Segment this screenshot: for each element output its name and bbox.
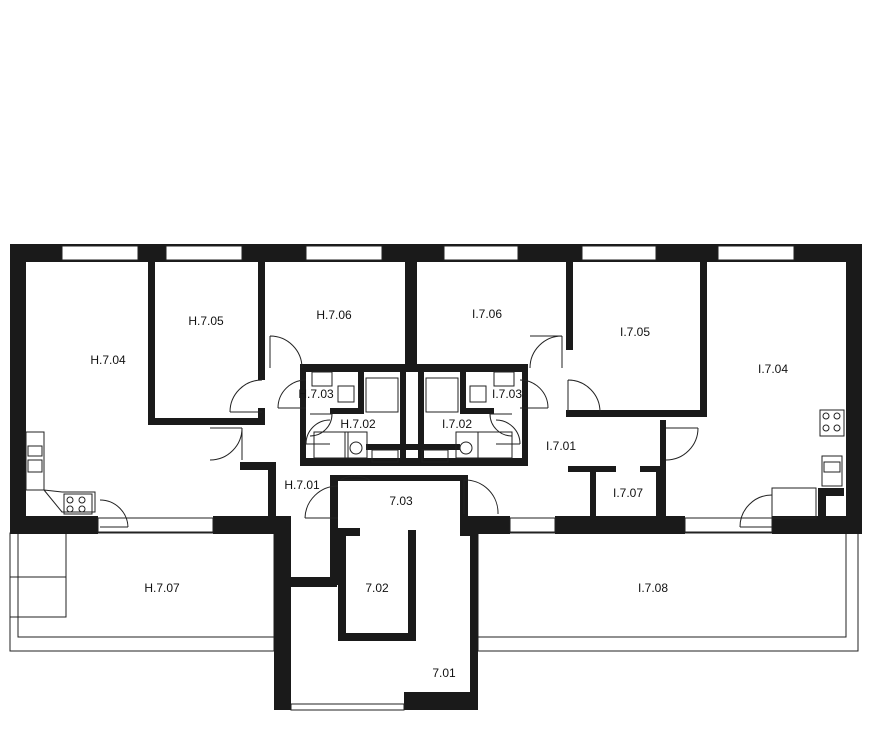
room-label-701: 7.01 (432, 666, 456, 680)
room-label-i705: I.7.05 (620, 325, 650, 339)
room-label-i706: I.7.06 (472, 307, 502, 321)
windows (61, 245, 795, 533)
room-label-h704: H.7.04 (90, 353, 126, 367)
fixtures (25, 371, 845, 519)
room-label-h707: H.7.07 (144, 581, 180, 595)
balconies (9, 532, 859, 652)
room-label-h703: H.7.03 (298, 387, 334, 401)
room-label-h702: H.7.02 (340, 417, 376, 431)
room-label-i707: I.7.07 (613, 486, 643, 500)
room-label-h701: H.7.01 (284, 478, 320, 492)
room-label-h706: H.7.06 (316, 308, 352, 322)
room-label-703: 7.03 (389, 494, 413, 508)
room-label-i701: I.7.01 (546, 439, 576, 453)
room-labels: H.7.04 H.7.05 H.7.06 H.7.03 H.7.02 H.7.0… (90, 307, 788, 680)
room-label-i703: I.7.03 (492, 387, 522, 401)
inner-walls (148, 260, 707, 711)
room-label-h705: H.7.05 (188, 314, 224, 328)
doors (99, 335, 773, 528)
room-label-702: 7.02 (365, 581, 389, 595)
outer-walls (10, 244, 862, 534)
room-label-i708: I.7.08 (638, 581, 668, 595)
room-label-i704: I.7.04 (758, 362, 788, 376)
room-label-i702: I.7.02 (442, 417, 472, 431)
